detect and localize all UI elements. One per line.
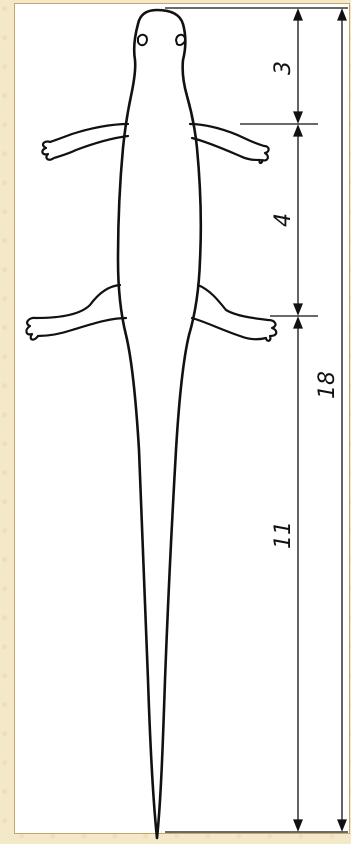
label-head-length: 3: [271, 61, 296, 75]
hind-left-leg: [26, 285, 126, 340]
arrowhead: [338, 10, 346, 20]
label-total-length: 18: [315, 371, 340, 399]
arrowhead: [294, 318, 302, 328]
arrowhead: [338, 820, 346, 830]
hind-right-leg: [192, 285, 276, 341]
arrowhead: [294, 304, 302, 314]
front-right-leg: [190, 124, 269, 163]
label-tail-length: 11: [271, 521, 296, 549]
left-eye-icon: [138, 35, 147, 45]
right-eye-icon: [176, 35, 185, 45]
front-left-leg: [42, 124, 128, 160]
arrowhead: [294, 126, 302, 136]
arrowhead: [294, 820, 302, 830]
arrowhead: [294, 112, 302, 122]
label-body-length: 4: [271, 213, 296, 227]
lizard-outline: [118, 10, 201, 838]
arrowhead: [294, 10, 302, 20]
